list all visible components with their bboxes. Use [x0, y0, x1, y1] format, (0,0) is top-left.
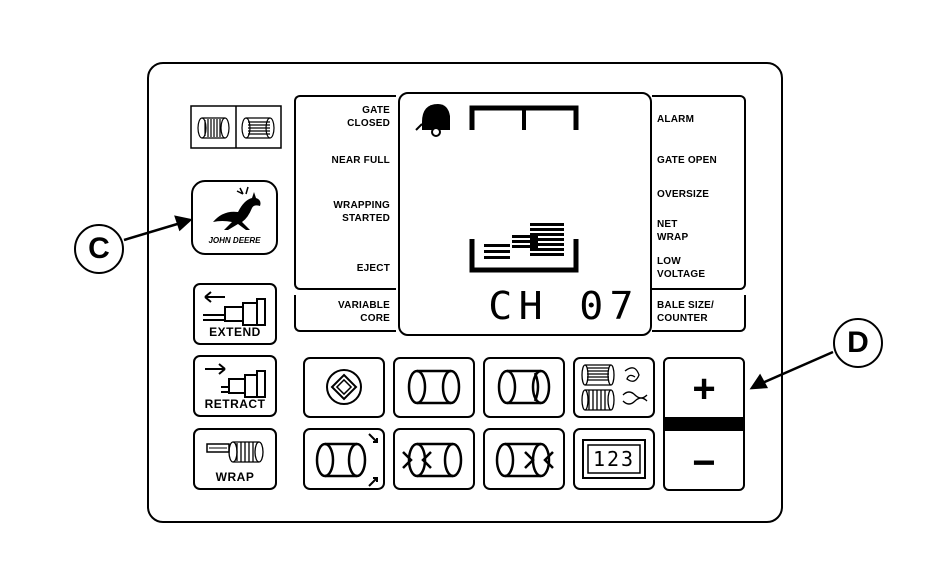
label-low-voltage: LOW VOLTAGE — [657, 255, 747, 281]
plus-label: + — [692, 367, 716, 411]
bale-out-button[interactable] — [483, 428, 565, 490]
label-variable-line1: VARIABLE — [338, 300, 390, 311]
retract-button[interactable]: RETRACT — [193, 355, 277, 417]
retract-icon — [205, 363, 266, 398]
lcd-graphics — [415, 104, 579, 273]
label-net-wrap: NET WRAP — [657, 218, 747, 244]
label-gate-open: GATE OPEN — [657, 155, 717, 166]
wrap-label: WRAP — [215, 470, 255, 484]
label-net-line2: WRAP — [657, 232, 689, 243]
rocker-divider — [663, 419, 745, 431]
label-variable-line2: CORE — [360, 313, 390, 324]
callout-c: C — [74, 224, 124, 274]
extend-icon — [203, 291, 266, 326]
bale-selector-icon — [190, 105, 282, 149]
logo-text: JOHN DEERE — [208, 236, 261, 245]
minus-label: − — [692, 441, 716, 485]
label-bale-size-counter: BALE SIZE/ COUNTER — [657, 299, 747, 325]
label-gate-closed-line2: CLOSED — [347, 118, 390, 129]
bale-fill-bars — [484, 223, 564, 259]
label-gate-closed: GATE CLOSED — [300, 104, 390, 130]
label-eject: EJECT — [356, 263, 390, 274]
bale-icon — [190, 105, 282, 149]
baler-icon — [415, 104, 450, 137]
label-wrapping-started: WRAPPING STARTED — [300, 199, 390, 225]
wrap-icon — [206, 441, 264, 463]
label-bale-size-line2: COUNTER — [657, 313, 708, 324]
roll-icon — [407, 369, 461, 405]
extend-button[interactable]: EXTEND — [193, 283, 277, 345]
label-low-line1: LOW — [657, 256, 681, 267]
john-deere-logo-button[interactable]: JOHN DEERE — [191, 180, 278, 255]
left-labels-frame — [294, 95, 396, 290]
counter-icon — [582, 439, 646, 479]
john-deere-logo-icon — [213, 186, 261, 230]
plus-button[interactable]: + — [663, 357, 745, 419]
callout-d: D — [833, 318, 883, 368]
label-wrapping-line2: STARTED — [342, 213, 390, 224]
roll-out-icon — [495, 442, 554, 478]
label-gate-closed-line1: GATE — [362, 105, 390, 116]
label-net-line1: NET — [657, 219, 678, 230]
control-panel — [147, 62, 783, 523]
retract-label: RETRACT — [204, 397, 266, 411]
bale-count-button[interactable] — [573, 357, 655, 418]
counter-digits: 123 — [592, 447, 636, 471]
bale-roll-left-button[interactable] — [393, 357, 475, 418]
label-oversize: OVERSIZE — [657, 189, 710, 200]
label-wrapping-line1: WRAPPING — [333, 200, 390, 211]
target-icon — [326, 369, 362, 405]
bale-stack-icon — [581, 364, 648, 411]
left-lower-frame — [294, 295, 396, 332]
bale-roll-right-button[interactable] — [483, 357, 565, 418]
counter-button[interactable]: 123 — [573, 428, 655, 490]
right-lower-frame — [652, 295, 746, 332]
label-variable-core: VARIABLE CORE — [300, 299, 390, 325]
extend-label: EXTEND — [209, 325, 261, 339]
label-alarm: ALARM — [657, 114, 695, 125]
lcd-display: CH 07 — [398, 92, 652, 336]
label-bale-size-line1: BALE SIZE/ — [657, 300, 715, 311]
lcd-readout: CH 07 — [488, 284, 640, 328]
bale-in-button[interactable] — [393, 428, 475, 490]
label-low-line2: VOLTAGE — [657, 269, 706, 280]
menu-button[interactable] — [303, 357, 385, 418]
label-near-full: NEAR FULL — [331, 155, 390, 166]
minus-button[interactable]: − — [663, 429, 745, 491]
roll-right-icon — [497, 369, 551, 405]
roll-corner-icon — [315, 433, 378, 487]
roll-in-icon — [402, 442, 463, 478]
right-labels-frame — [652, 95, 746, 290]
bale-corner-button[interactable] — [303, 428, 385, 490]
wrap-button[interactable]: WRAP — [193, 428, 277, 490]
